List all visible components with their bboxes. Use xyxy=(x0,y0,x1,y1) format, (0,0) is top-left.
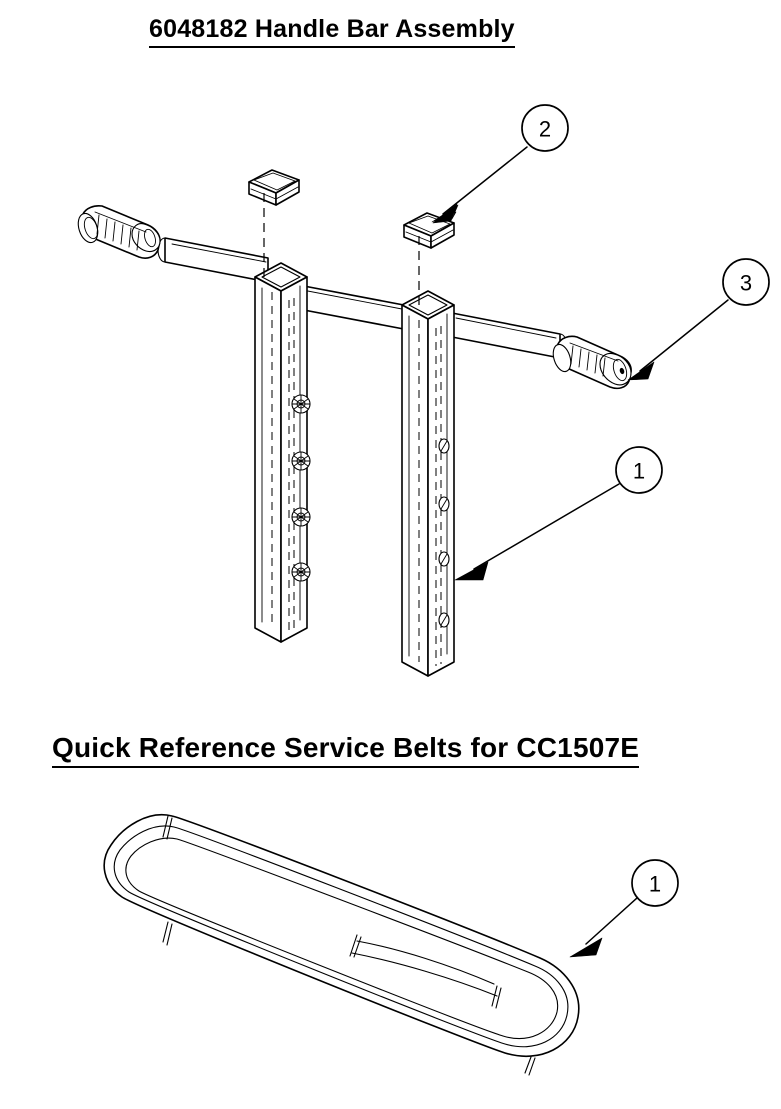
handle-bar-assembly-drawing: 2 3 1 xyxy=(77,104,770,677)
post-fastener xyxy=(291,394,311,414)
page-title-service-belts: Quick Reference Service Belts for CC1507… xyxy=(52,732,640,768)
callout-3[interactable]: 3 xyxy=(627,258,770,381)
right-post xyxy=(401,290,455,677)
callout-1-post-circle[interactable] xyxy=(615,446,663,494)
service-belt-drawing: 1 xyxy=(103,814,679,1076)
left-handle-grip xyxy=(77,205,161,259)
page-title-handle-bar-assembly: 6048182 Handle Bar Assembly xyxy=(149,15,515,48)
v-belt xyxy=(103,814,580,1076)
callout-2-circle[interactable] xyxy=(521,104,569,152)
callout-2[interactable]: 2 xyxy=(431,104,569,224)
post-fastener xyxy=(291,507,311,527)
post-hole xyxy=(438,496,450,512)
post-hole xyxy=(438,551,450,567)
title-text: Quick Reference Service Belts for CC1507… xyxy=(52,732,640,768)
post-fastener xyxy=(291,562,311,582)
cross-bar xyxy=(157,237,568,359)
callout-1-belt[interactable]: 1 xyxy=(569,859,679,958)
callout-1-belt-circle[interactable] xyxy=(631,859,679,907)
left-post xyxy=(254,262,311,643)
post-fastener xyxy=(291,451,311,471)
post-hole xyxy=(438,612,450,628)
post-hole xyxy=(438,438,450,454)
callout-3-label: 3 xyxy=(740,271,752,296)
callout-3-circle[interactable] xyxy=(722,258,770,306)
right-handle-grip xyxy=(552,335,632,390)
callout-2-label: 2 xyxy=(539,117,551,142)
callout-1-post[interactable]: 1 xyxy=(454,446,663,581)
callout-1-post-label: 1 xyxy=(633,459,645,484)
callout-1-belt-label: 1 xyxy=(649,872,661,897)
left-square-cap xyxy=(248,169,300,206)
title-text: 6048182 Handle Bar Assembly xyxy=(149,15,515,48)
